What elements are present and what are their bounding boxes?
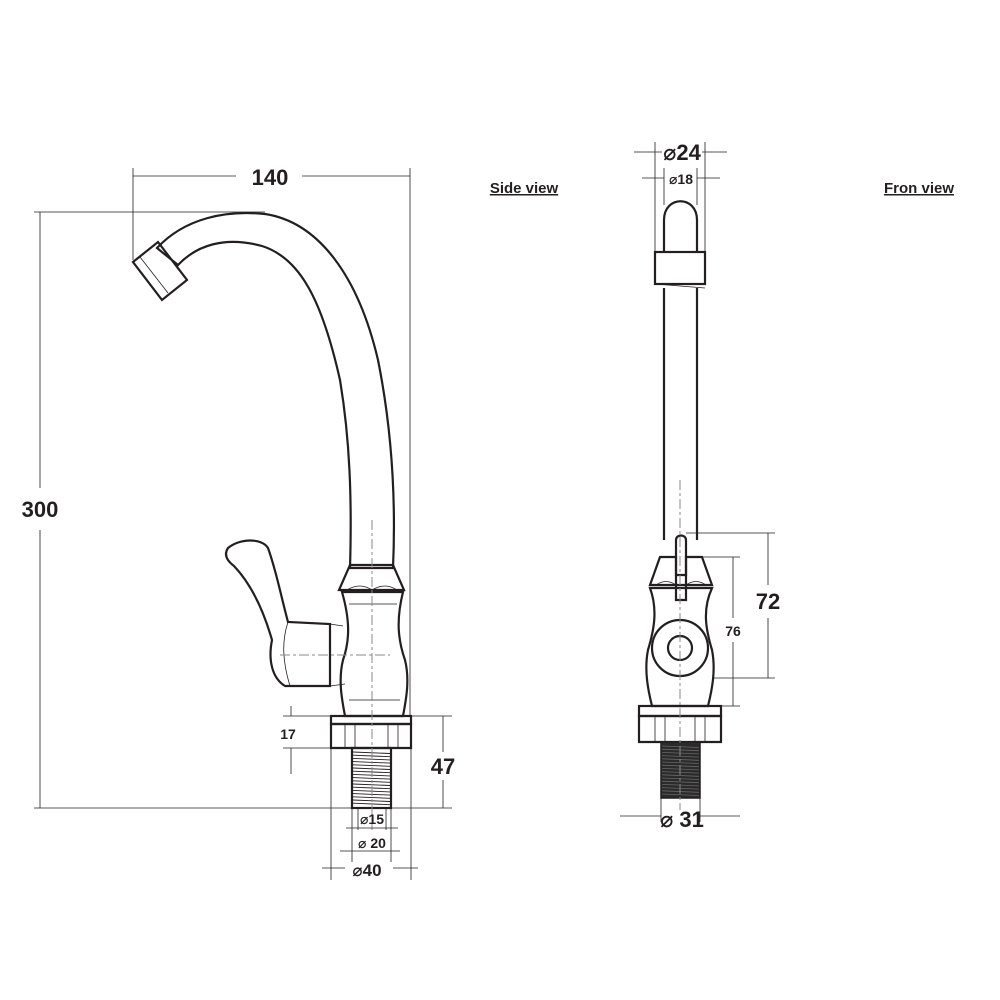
dim-dia-40: ⌀40 bbox=[352, 861, 381, 880]
dim-base-47: 47 bbox=[431, 754, 455, 779]
thread-line bbox=[352, 783, 391, 786]
thread-line bbox=[352, 757, 391, 761]
side-valve-body bbox=[339, 590, 409, 718]
thread-line bbox=[661, 761, 700, 764]
dim-dia-31: ⌀ 31 bbox=[660, 807, 704, 832]
thread-line bbox=[661, 755, 700, 758]
dim-dia-15: ⌀15 bbox=[360, 811, 384, 827]
front-spout-tip bbox=[662, 200, 699, 252]
dim-width-140: 140 bbox=[252, 165, 289, 190]
side-collar bbox=[337, 563, 406, 592]
front-outlet-ring bbox=[653, 250, 707, 286]
side-dimensions: 140 300 17 47 ⌀15 ⌀ 20 ⌀40 bbox=[22, 165, 455, 880]
side-spout-outlet bbox=[131, 240, 189, 302]
thread-line bbox=[661, 793, 700, 796]
thread-line bbox=[661, 774, 700, 777]
thread-line bbox=[661, 780, 700, 784]
side-view-title: Side view bbox=[490, 180, 559, 197]
thread-line bbox=[352, 764, 391, 767]
thread-line bbox=[352, 777, 391, 780]
side-view-drawing bbox=[131, 211, 413, 830]
side-thread-lines bbox=[352, 751, 391, 806]
thread-line bbox=[352, 796, 391, 799]
dim-base-17: 17 bbox=[280, 726, 296, 742]
front-view-drawing bbox=[637, 200, 723, 810]
front-base-nut bbox=[637, 714, 723, 744]
front-lever bbox=[674, 534, 688, 602]
side-lever-handle bbox=[224, 539, 332, 688]
dim-dia-24: ⌀24 bbox=[663, 140, 701, 165]
front-collar bbox=[648, 555, 714, 587]
dim-dia-18: ⌀18 bbox=[669, 171, 693, 187]
dim-height-300: 300 bbox=[22, 497, 59, 522]
dim-height-72: 72 bbox=[756, 589, 780, 614]
side-base-flange bbox=[329, 714, 413, 726]
dim-height-76: 76 bbox=[725, 623, 741, 639]
thread-line bbox=[352, 802, 391, 806]
side-spout-tube bbox=[155, 211, 396, 570]
dim-dia-20: ⌀ 20 bbox=[358, 835, 386, 851]
front-dimensions: ⌀24 ⌀18 72 76 ⌀ 31 bbox=[620, 140, 780, 832]
side-base-nut bbox=[329, 722, 413, 750]
front-view-title: Fron view bbox=[884, 180, 954, 197]
